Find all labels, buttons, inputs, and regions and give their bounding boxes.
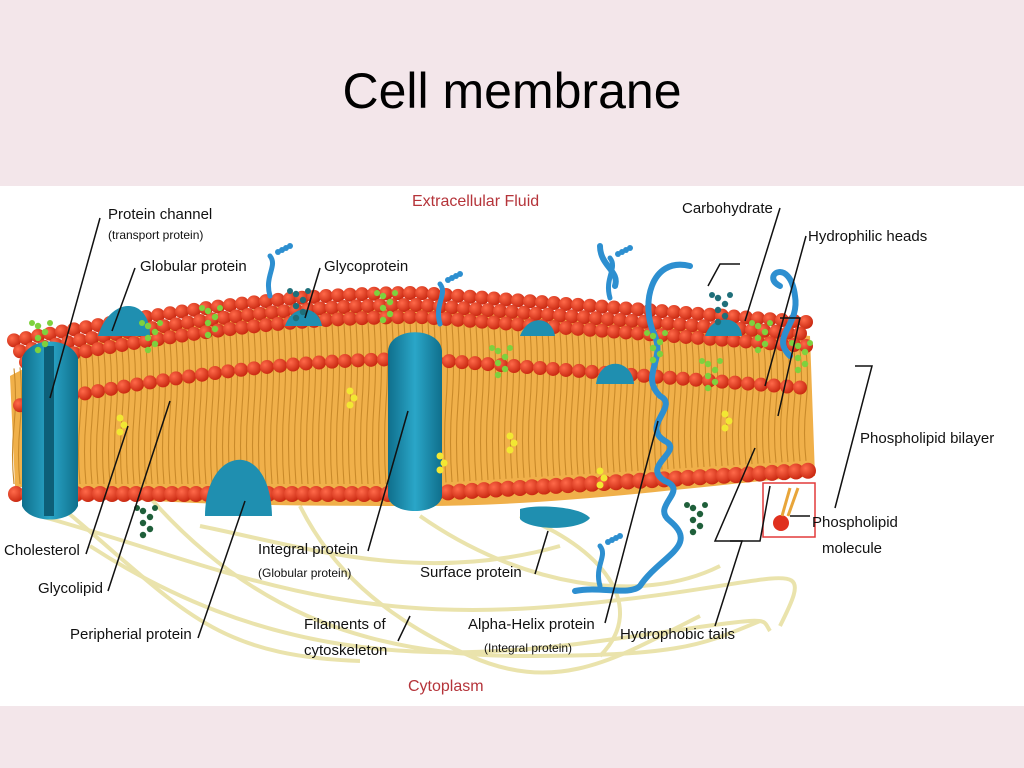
cholesterol-molecules [116,387,733,489]
bilayer-body [7,286,816,506]
globular-protein-right [520,320,555,336]
label-surface-protein: Surface protein [420,564,522,581]
label-filaments-2: cytoskeleton [304,642,388,659]
label-alpha-helix-sub: (Integral protein) [484,641,573,655]
label-phospholipid-molecule-2: molecule [821,540,883,557]
slide-title: Cell membrane [342,63,682,119]
label-phospholipid-molecule-1: Phospholipid [812,514,898,531]
peripheral-protein [205,459,272,516]
label-peripheral-protein: Peripherial protein [70,626,192,643]
globular-protein [98,306,150,336]
label-alpha-helix: Alpha-Helix protein [468,616,595,633]
integral-protein [388,332,442,511]
carbohydrate-chains [29,243,813,589]
label-protein-channel: Protein channel [108,206,213,223]
label-integral-protein-sub: (Globular protein) [258,566,352,580]
region-cytoplasm-label: Cytoplasm [408,678,484,695]
surface-protein [520,506,590,528]
label-glycoprotein: Glycoprotein [324,258,409,275]
label-carbohydrate: Carbohydrate [682,200,773,217]
label-globular-protein: Globular protein [140,258,247,275]
protein-channel [22,341,78,520]
membrane-diagram: Extracellular Fluid Cytoplasm Protein ch… [0,186,1024,706]
label-cholesterol: Cholesterol [4,542,80,559]
membrane-illustration [7,207,873,675]
phospholipid-molecule [762,482,816,538]
label-protein-channel-sub: (transport protein) [108,228,204,242]
globular-protein-mid [596,363,634,384]
cytoskeleton-filaments [39,484,797,675]
glycoprotein-right-body [705,319,742,336]
label-filaments-1: Filaments of [304,616,386,633]
leader-lines [49,207,873,642]
label-hydrophobic-tails: Hydrophobic tails [620,626,736,643]
label-integral-protein: Integral protein [258,541,359,558]
label-phospholipid-bilayer: Phospholipid bilayer [860,430,995,447]
glycoprotein-body [285,309,322,326]
region-extracellular-label: Extracellular Fluid [412,193,540,210]
label-hydrophilic-heads: Hydrophilic heads [808,228,928,245]
label-glycolipid: Glycolipid [38,580,104,597]
